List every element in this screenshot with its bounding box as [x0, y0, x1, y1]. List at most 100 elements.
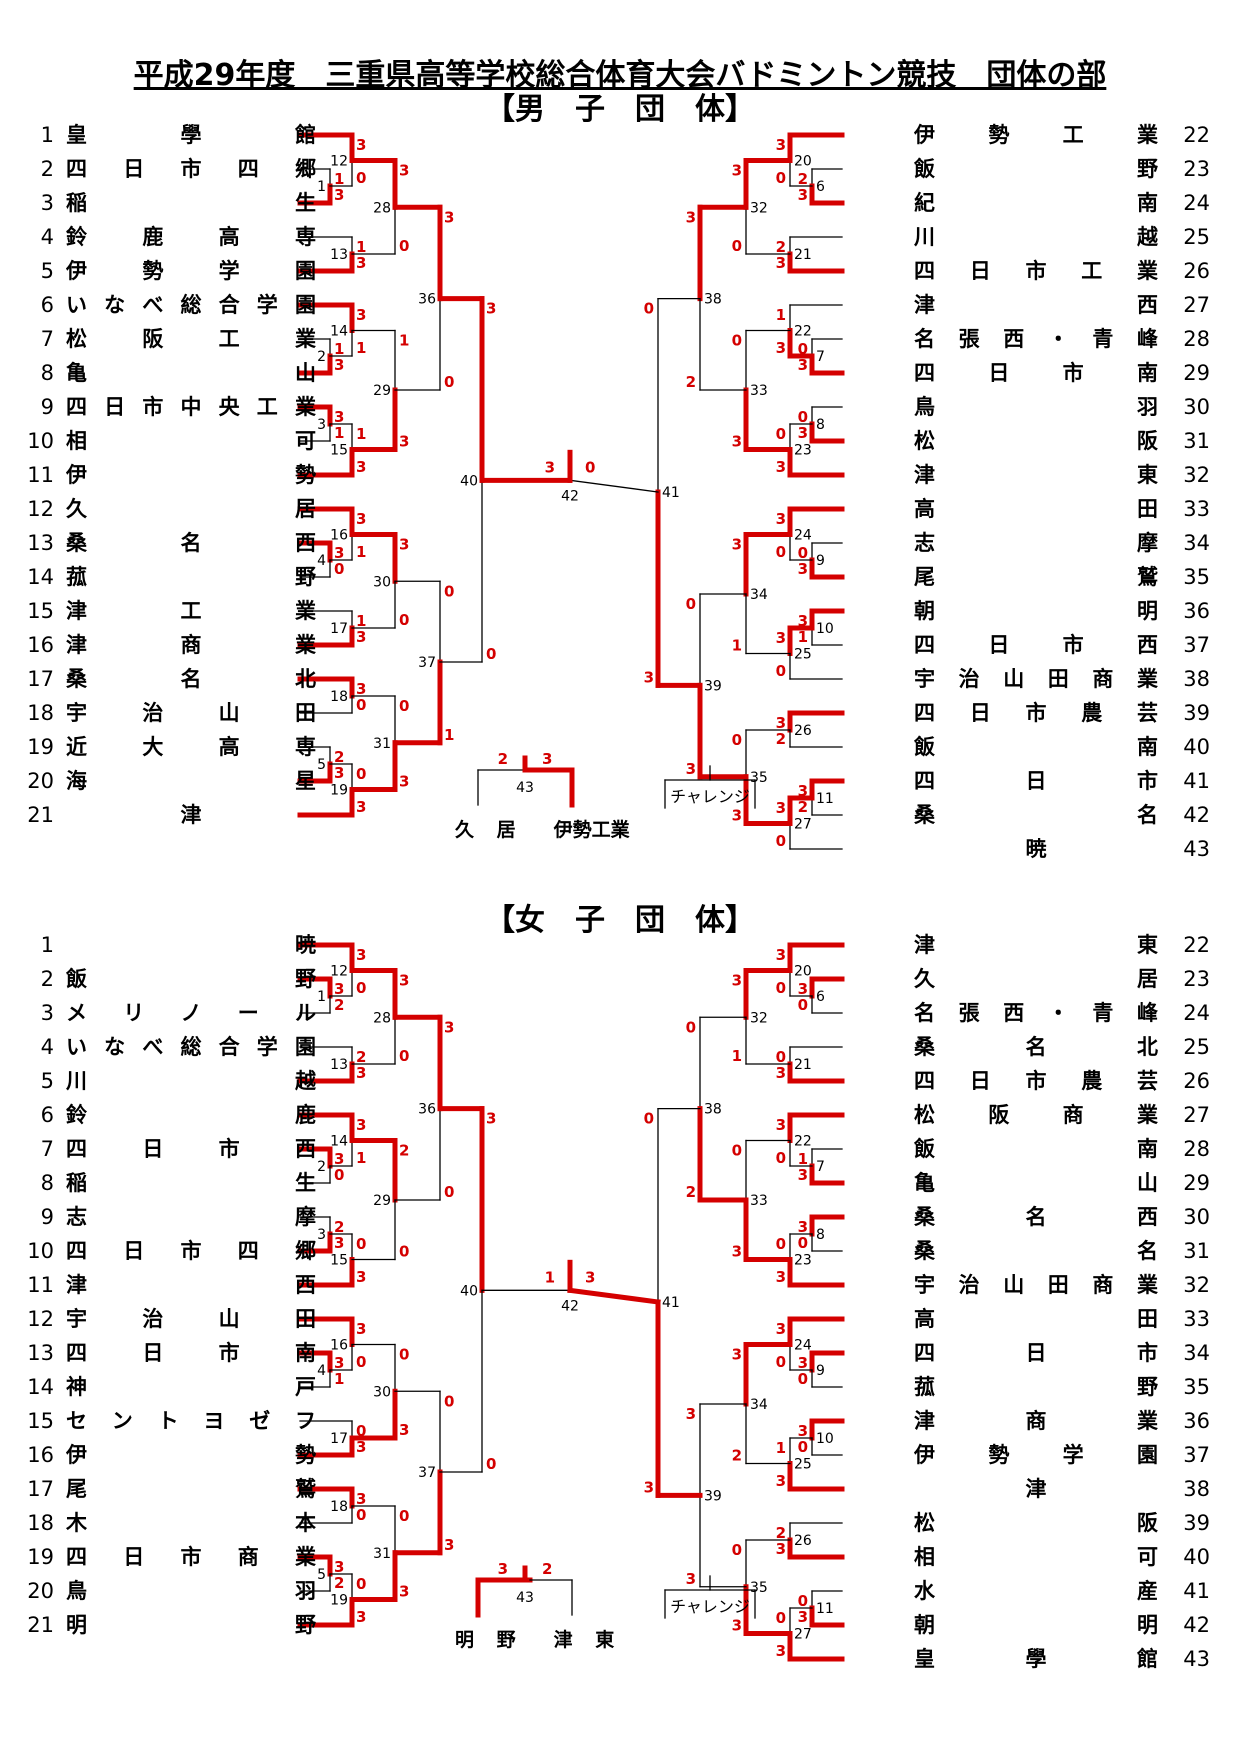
match-number: 11 — [816, 1601, 834, 1617]
team-number: 20 — [27, 1579, 54, 1603]
score-label: 0 — [356, 169, 366, 187]
team-name: 津東 — [914, 463, 1158, 487]
team-name: 津工業 — [66, 599, 316, 623]
team-name: 津商業 — [914, 1409, 1158, 1433]
score-label: 0 — [356, 1353, 366, 1371]
match-number: 25 — [794, 647, 812, 663]
score-label: 3 — [334, 1354, 344, 1372]
team-name: 飯野 — [914, 157, 1158, 181]
team-number: 35 — [1183, 1375, 1210, 1399]
match-number: 24 — [794, 528, 812, 544]
match-number: 3 — [317, 1227, 326, 1243]
match-number: 9 — [816, 1363, 825, 1379]
score-label: 3 — [798, 1354, 808, 1372]
match-number: 10 — [816, 1431, 834, 1447]
score-label: 3 — [486, 300, 496, 318]
team-number: 1 — [40, 123, 54, 147]
team-name: 四日市商業 — [66, 1545, 316, 1569]
match-number: 16 — [330, 1338, 348, 1354]
score-label: 3 — [334, 980, 344, 998]
match-number: 19 — [330, 783, 348, 799]
team-name: 桑名 — [914, 803, 1158, 827]
score-label: 3 — [542, 750, 552, 768]
team-number: 4 — [40, 225, 54, 249]
match-number: 4 — [317, 1363, 326, 1379]
match-number: 12 — [330, 154, 348, 170]
score-label: 3 — [399, 162, 409, 180]
team-name: 尾鷲 — [914, 565, 1158, 589]
score-label: 2 — [776, 730, 786, 748]
team-name: いなべ総合学園 — [66, 1035, 316, 1059]
score-label: 3 — [798, 1166, 808, 1184]
match-number: 34 — [750, 587, 768, 603]
team-number: 6 — [40, 1103, 54, 1127]
score-label: 2 — [686, 1183, 696, 1201]
score-label: 3 — [356, 306, 366, 324]
team-number: 34 — [1183, 531, 1210, 555]
match-number: 27 — [794, 1627, 812, 1643]
team-name: 津 — [180, 803, 202, 827]
score-label: 2 — [356, 1048, 366, 1066]
match-number: 14 — [330, 1134, 348, 1150]
score-label: 0 — [399, 1346, 409, 1364]
match-number: 37 — [418, 1465, 436, 1481]
score-label: 1 — [732, 637, 742, 655]
score-label: 0 — [356, 765, 366, 783]
score-label: 0 — [356, 979, 366, 997]
match-number: 12 — [330, 964, 348, 980]
team-name: 暁 — [1025, 837, 1047, 861]
score-label: 3 — [644, 668, 654, 686]
match-number: 3 — [317, 417, 326, 433]
team-number: 29 — [1183, 1171, 1210, 1195]
team-number: 16 — [27, 1443, 54, 1467]
team-name: 津西 — [66, 1273, 316, 1297]
match-number: 22 — [794, 1134, 812, 1150]
score-label: 3 — [776, 510, 786, 528]
match-number: 2 — [317, 349, 326, 365]
team-number: 13 — [27, 531, 54, 555]
team-name: 桑名西 — [914, 1205, 1158, 1229]
team-number: 4 — [40, 1035, 54, 1059]
team-name: 久居 — [914, 967, 1158, 991]
match-number: 21 — [794, 247, 812, 263]
score-label: 0 — [399, 697, 409, 715]
team-number: 7 — [40, 1137, 54, 1161]
score-label: 0 — [444, 1183, 454, 1201]
team-number: 27 — [1183, 1103, 1210, 1127]
team-name: 名張西・青峰 — [914, 1001, 1158, 1025]
match-number: 4 — [317, 553, 326, 569]
score-label: 3 — [798, 424, 808, 442]
score-label: 3 — [776, 946, 786, 964]
score-label: 0 — [776, 832, 786, 850]
bracket-line — [569, 479, 659, 493]
match-number: 27 — [794, 817, 812, 833]
match-number: 32 — [750, 1010, 768, 1026]
team-number: 25 — [1183, 225, 1210, 249]
score-label: 3 — [356, 1116, 366, 1134]
score-label: 3 — [334, 1558, 344, 1576]
team-name: 相可 — [914, 1545, 1158, 1569]
match-number: 20 — [794, 154, 812, 170]
team-number: 20 — [27, 769, 54, 793]
score-label: 3 — [498, 1560, 508, 1578]
score-label: 3 — [686, 1405, 696, 1423]
team-name: 四日市農芸 — [914, 1069, 1158, 1093]
